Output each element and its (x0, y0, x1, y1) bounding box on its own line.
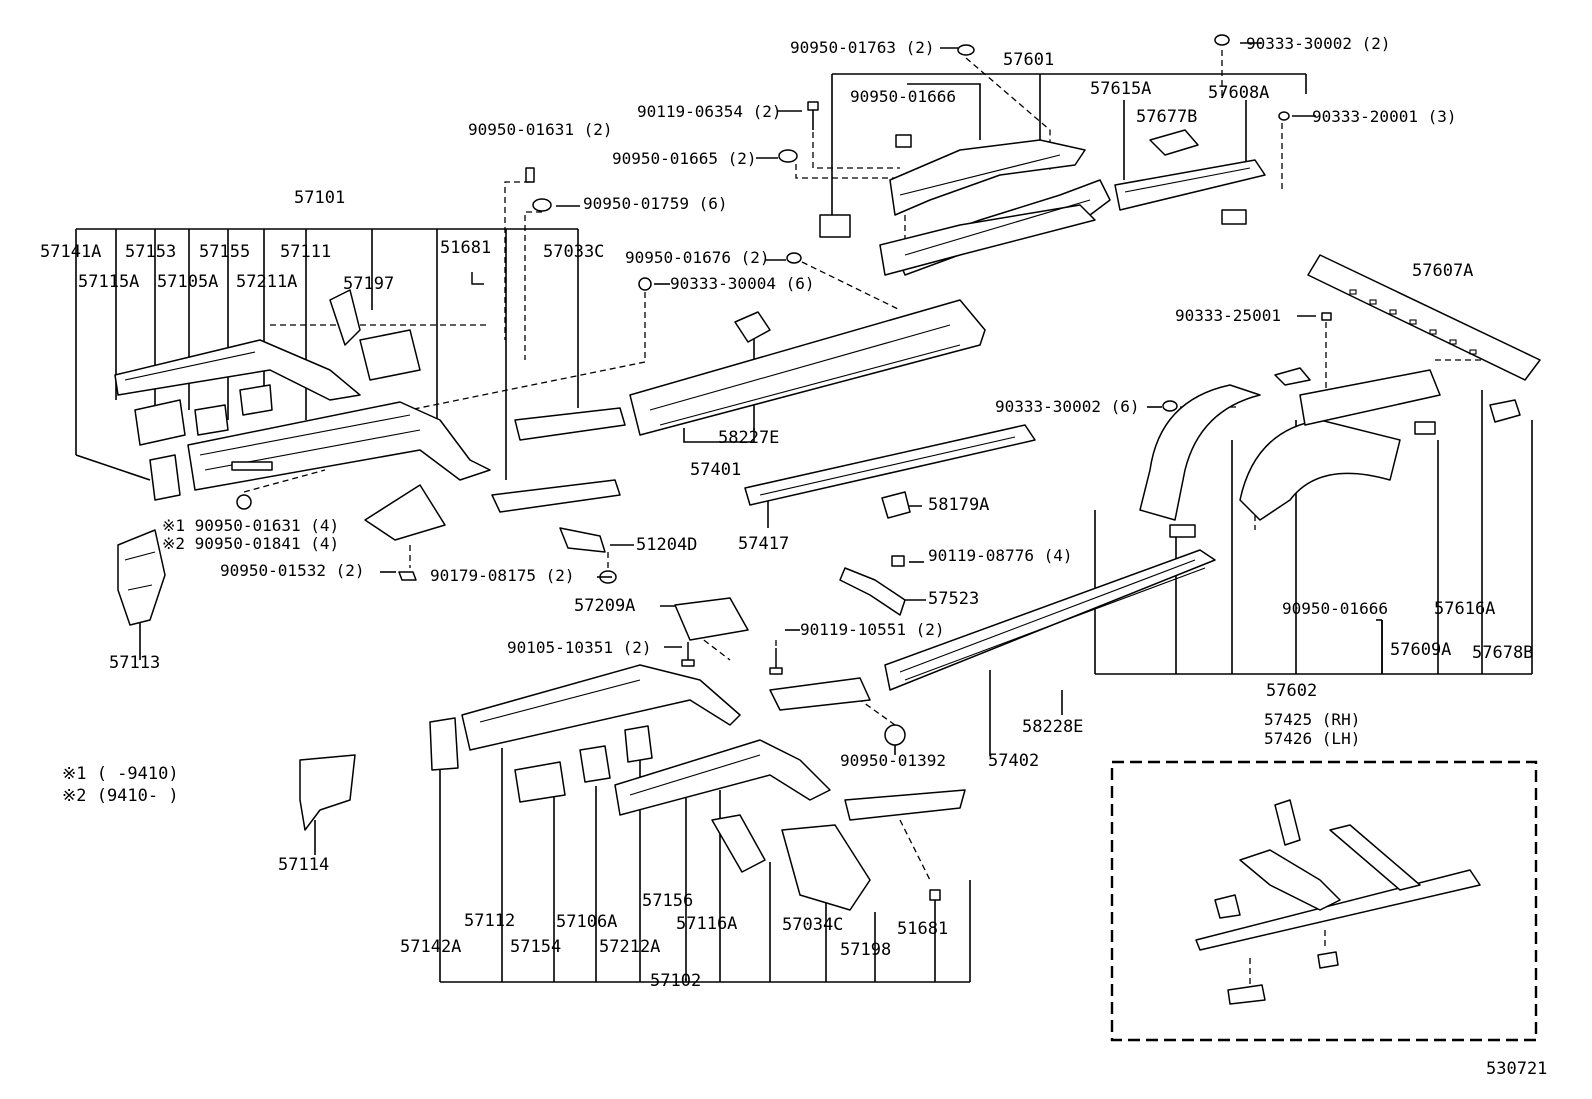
label-57609A: 57609A (1390, 640, 1452, 660)
label-57116A: 57116A (676, 914, 738, 934)
label-51681-bottom: 51681 (897, 919, 949, 939)
label-90333-30002-top: 90333-30002 (2) (1246, 34, 1391, 53)
diagram-id: 530721 (1486, 1059, 1548, 1079)
label-57401: 57401 (690, 460, 742, 480)
label-57211A: 57211A (236, 272, 298, 292)
label-57616A: 57616A (1434, 599, 1496, 619)
label-57114: 57114 (278, 855, 330, 875)
label-90950-01631-top: 90950-01631 (2) (468, 120, 613, 139)
label-57033C: 57033C (543, 242, 605, 262)
label-58228E: 58228E (1022, 717, 1084, 737)
label-57111: 57111 (280, 242, 332, 262)
label-90333-20001: 90333-20001 (3) (1312, 107, 1457, 126)
label-57115A: 57115A (78, 272, 140, 292)
label-90119-06354: 90119-06354 (2) (637, 102, 782, 121)
leader-lines (75, 42, 1533, 983)
label-57601: 57601 (1003, 50, 1055, 70)
label-90333-30004: 90333-30004 (6) (670, 274, 815, 293)
label-57426: 57426 (LH) (1264, 729, 1361, 748)
label-note2-code: ※2 90950-01841 (4) (162, 534, 340, 553)
label-90950-01759: 90950-01759 (6) (583, 194, 728, 213)
label-57034C: 57034C (782, 915, 844, 935)
label-90119-08776: 90119-08776 (4) (928, 546, 1073, 565)
label-57105A: 57105A (157, 272, 219, 292)
label-57154: 57154 (510, 937, 562, 957)
note-2: ※2 (9410- ) (62, 786, 179, 806)
label-90333-25001: 90333-25001 (1175, 306, 1281, 325)
label-57678B: 57678B (1472, 643, 1534, 663)
label-90105-10351: 90105-10351 (2) (507, 638, 652, 657)
label-57402: 57402 (988, 751, 1040, 771)
label-90119-10551: 90119-10551 (2) (800, 620, 945, 639)
note-1: ※1 ( -9410) (62, 764, 179, 784)
label-57141A: 57141A (40, 242, 102, 262)
label-90950-01532: 90950-01532 (2) (220, 561, 365, 580)
label-57113: 57113 (109, 653, 161, 673)
label-90950-01763: 90950-01763 (2) (790, 38, 935, 57)
label-57523: 57523 (928, 589, 980, 609)
label-57608A: 57608A (1208, 83, 1270, 103)
label-57615A: 57615A (1090, 79, 1152, 99)
label-90950-01666-right: 90950-01666 (1282, 599, 1388, 618)
part-shapes (114, 129, 1541, 1042)
label-57198: 57198 (840, 940, 892, 960)
label-57156: 57156 (642, 891, 694, 911)
label-90950-01392: 90950-01392 (840, 751, 946, 770)
label-57197: 57197 (343, 274, 395, 294)
label-90333-30002-mid: 90333-30002 (6) (995, 397, 1140, 416)
label-57417: 57417 (738, 534, 790, 554)
label-57425: 57425 (RH) (1264, 710, 1361, 729)
label-57209A: 57209A (574, 596, 636, 616)
label-90950-01665: 90950-01665 (2) (612, 149, 757, 168)
label-51681-top: 51681 (440, 238, 492, 258)
label-90950-01676: 90950-01676 (2) (625, 248, 770, 267)
label-90179-08175: 90179-08175 (2) (430, 566, 575, 585)
label-57153: 57153 (125, 242, 177, 262)
label-57607A: 57607A (1412, 261, 1474, 281)
label-57602: 57602 (1266, 681, 1318, 701)
label-58179A: 58179A (928, 495, 990, 515)
label-51204D: 51204D (636, 535, 698, 555)
label-57142A: 57142A (400, 937, 462, 957)
label-57101: 57101 (294, 188, 346, 208)
label-58227E: 58227E (718, 428, 780, 448)
label-57212A: 57212A (599, 937, 661, 957)
label-90950-01666-top: 90950-01666 (850, 87, 956, 106)
fastener-icons (236, 34, 1332, 901)
label-57102: 57102 (650, 971, 702, 991)
label-57112: 57112 (464, 911, 516, 931)
label-57155: 57155 (199, 242, 251, 262)
label-57106A: 57106A (556, 912, 618, 932)
label-note1-code: ※1 90950-01631 (4) (162, 516, 340, 535)
label-57677B: 57677B (1136, 107, 1198, 127)
